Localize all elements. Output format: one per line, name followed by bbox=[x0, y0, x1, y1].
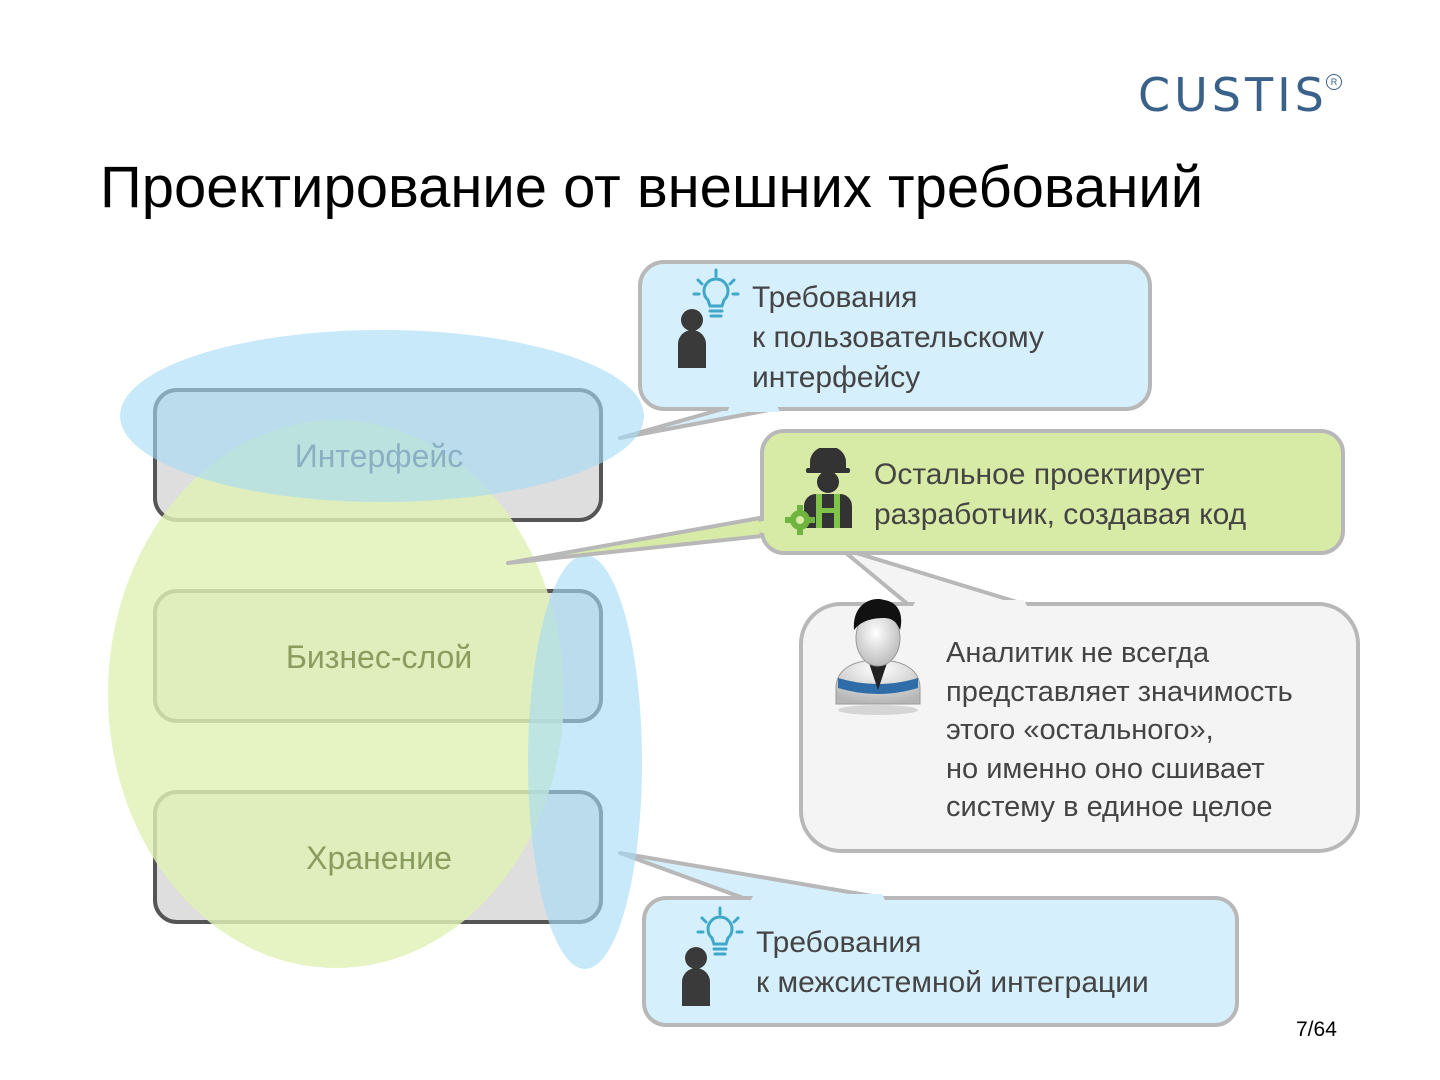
developer-text: Остальное проектирует разработчик, созда… bbox=[874, 458, 1247, 531]
ui-requirements-text: Требования к пользовательскому интерфейс… bbox=[752, 281, 1044, 394]
developer-icon bbox=[785, 448, 852, 535]
integration-requirements-text: Требования к межсистемной интеграции bbox=[756, 926, 1149, 999]
custis-logo: CUSTIS bbox=[1138, 68, 1328, 122]
analyst-text: Аналитик не всегда представляет значимос… bbox=[946, 637, 1293, 823]
analyst-avatar-icon bbox=[835, 599, 921, 715]
layer-label-interface: Интерфейс bbox=[294, 438, 464, 474]
integration-requirements-callout bbox=[642, 896, 1239, 1027]
analyst-callout bbox=[799, 602, 1360, 853]
integration-requirements-zone bbox=[528, 555, 642, 969]
developer-zone bbox=[108, 420, 564, 968]
ui-requirements-callout bbox=[638, 260, 1152, 411]
integration-callout-tail bbox=[618, 851, 892, 901]
developer-callout-tail bbox=[506, 516, 764, 565]
slide-title: Проектирование от внешних требований bbox=[100, 155, 1204, 220]
person-idea-icon bbox=[678, 268, 740, 368]
layer-label-storage: Хранение bbox=[306, 840, 452, 876]
ui-requirements-zone bbox=[120, 330, 644, 502]
layer-label-business: Бизнес-слой bbox=[285, 639, 473, 675]
person-idea-icon bbox=[682, 906, 744, 1006]
developer-callout bbox=[760, 429, 1345, 555]
ui-callout-tail bbox=[618, 406, 782, 440]
page-number: 7/64 bbox=[1296, 1018, 1337, 1041]
registered-mark: R bbox=[1326, 74, 1342, 90]
